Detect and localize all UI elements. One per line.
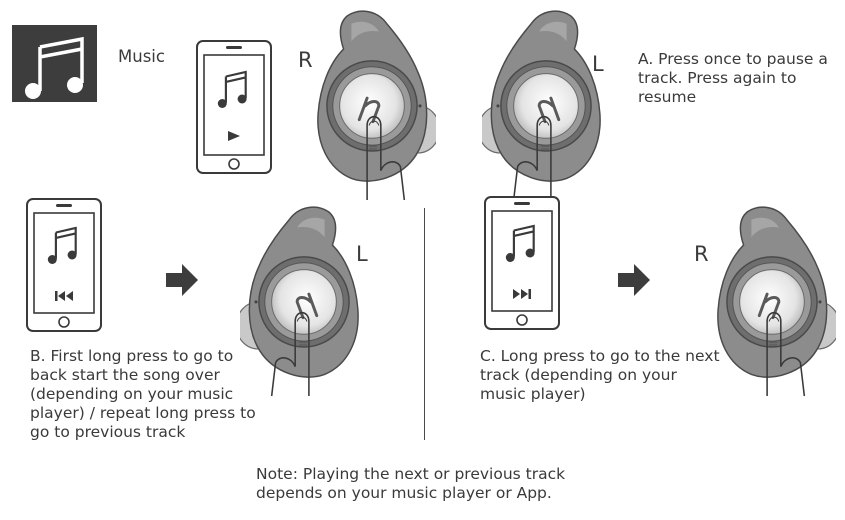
section-b-line: go to previous track (30, 423, 186, 441)
left-side-label-b: L (356, 242, 368, 266)
note-text: Note: Playing the next or previous track… (256, 465, 565, 503)
note-line: Note: Playing the next or previous track (256, 465, 566, 483)
phone-play (196, 40, 272, 174)
section-a-line: track. Press again to (638, 69, 797, 87)
music-label: Music (118, 47, 165, 66)
phone-previous (26, 198, 102, 332)
note-line: depends on your music player or App. (256, 484, 552, 502)
section-b-line: B. First long press to go to (30, 347, 234, 365)
section-a-text: A. Press once to pause a track. Press ag… (638, 50, 828, 107)
section-b-line: (depending on your music (30, 385, 234, 403)
arrow-right-icon (164, 262, 200, 298)
section-c-text: C. Long press to go to the next track (d… (480, 347, 720, 404)
left-earbud-b (240, 200, 368, 396)
section-b-text: B. First long press to go to back start … (30, 347, 256, 442)
right-earbud-c (708, 200, 836, 396)
arrow-right-icon (616, 262, 652, 298)
next-track-icon (513, 289, 531, 299)
section-a-line: resume (638, 88, 697, 106)
music-tile (12, 25, 97, 102)
right-side-label: R (298, 48, 313, 72)
section-c-line: music player) (480, 385, 586, 403)
section-divider (424, 208, 425, 440)
left-side-label: L (592, 52, 604, 76)
section-b-line: player) / repeat long press to (30, 404, 256, 422)
music-note-icon (46, 226, 82, 266)
play-icon (228, 131, 240, 141)
left-earbud (482, 4, 610, 200)
music-note-icon (216, 70, 252, 110)
right-earbud (308, 4, 436, 200)
section-b-line: back start the song over (30, 366, 220, 384)
right-side-label-c: R (694, 242, 709, 266)
previous-track-icon (55, 291, 73, 301)
section-c-line: track (depending on your (480, 366, 677, 384)
music-note-icon (504, 224, 540, 264)
section-c-line: C. Long press to go to the next (480, 347, 720, 365)
phone-next (484, 196, 560, 330)
music-note-icon (25, 36, 84, 99)
section-a-line: A. Press once to pause a (638, 50, 828, 68)
